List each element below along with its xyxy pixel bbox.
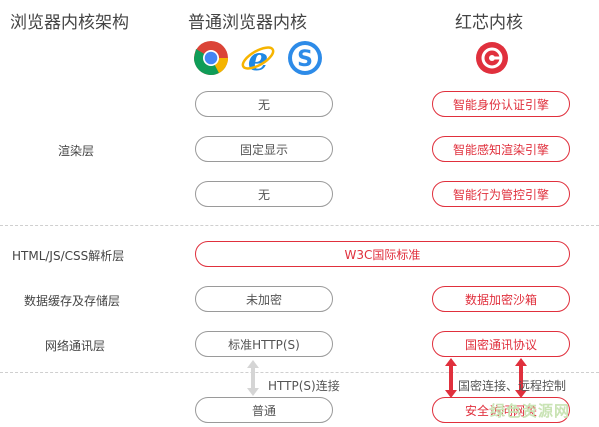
layer-network-label: 网络通讯层 bbox=[45, 339, 106, 353]
redcore-storage: 数据加密沙箱 bbox=[432, 286, 570, 312]
redcore-behavior-engine: 智能行为管控引擎 bbox=[432, 181, 570, 207]
site-watermark: 绿色资源网 bbox=[490, 402, 571, 420]
normal-render-row2: 固定显示 bbox=[195, 136, 333, 162]
normal-storage: 未加密 bbox=[195, 286, 333, 312]
normal-render-row1: 无 bbox=[195, 91, 333, 117]
svg-text:S: S bbox=[297, 47, 313, 72]
normal-render-row3: 无 bbox=[195, 181, 333, 207]
section-divider-1 bbox=[0, 225, 599, 226]
header-redcore-kernel: 红芯内核 bbox=[455, 13, 523, 33]
redcore-auth-engine: 智能身份认证引擎 bbox=[432, 91, 570, 117]
layer-render-label: 渲染层 bbox=[58, 144, 95, 158]
redcore-logo-icon bbox=[476, 42, 508, 74]
redcore-render-engine: 智能感知渲染引擎 bbox=[432, 136, 570, 162]
header-arch: 浏览器内核架构 bbox=[10, 13, 129, 33]
section-divider-2 bbox=[0, 372, 599, 373]
http-connection-arrow-icon bbox=[247, 360, 259, 396]
svg-text:e: e bbox=[248, 40, 268, 76]
sogou-icon: S bbox=[288, 41, 322, 75]
normal-network: 标准HTTP(S) bbox=[195, 331, 333, 357]
secure-connection-arrow-left-icon bbox=[445, 358, 457, 398]
w3c-standard-bar: W3C国际标准 bbox=[195, 241, 570, 267]
layer-parse-label: HTML/JS/CSS解析层 bbox=[12, 249, 125, 263]
redcore-network: 国密通讯协议 bbox=[432, 331, 570, 357]
redcore-secure-gateway: 安全访问网关 bbox=[432, 397, 570, 423]
header-normal-kernel: 普通浏览器内核 bbox=[188, 13, 307, 33]
layer-storage-label: 数据缓存及存储层 bbox=[24, 294, 121, 308]
ie-icon: e bbox=[241, 40, 275, 76]
http-connection-label: HTTP(S)连接 bbox=[268, 379, 340, 393]
secure-connection-arrow-right-icon bbox=[515, 358, 527, 398]
chrome-icon bbox=[194, 41, 228, 75]
normal-access: 普通 bbox=[195, 397, 333, 423]
secure-connection-label: 国密连接、远程控制 bbox=[458, 379, 567, 393]
